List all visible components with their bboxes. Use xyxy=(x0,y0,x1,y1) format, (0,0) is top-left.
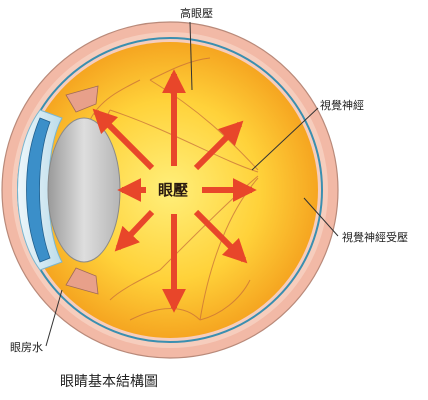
arrow-down-right xyxy=(193,209,248,264)
diagram-caption: 眼睛基本結構圖 xyxy=(60,374,158,390)
iris xyxy=(26,117,51,263)
ciliary-body-top xyxy=(65,85,99,113)
arrow-up-left xyxy=(92,108,155,171)
leader-aqueous-humor xyxy=(45,289,63,347)
leader-high-pressure xyxy=(189,21,193,91)
arrow-up-right xyxy=(193,120,244,171)
leader-optic-nerve-pressured xyxy=(303,197,339,237)
label-aqueous-humor: 眼房水 xyxy=(10,341,43,354)
label-optic-nerve: 視覺神經 xyxy=(320,99,364,112)
pressure-arrows xyxy=(92,69,257,313)
arrow-down-left xyxy=(114,209,155,252)
leader-optic-nerve xyxy=(251,107,319,171)
label-high-pressure: 高眼壓 xyxy=(180,7,213,20)
label-optic-nerve-pressured: 視覺神經受壓 xyxy=(342,231,408,244)
label-center-pressure: 眼壓 xyxy=(158,181,189,199)
ciliary-body-bottom xyxy=(65,267,99,295)
lens xyxy=(47,117,121,263)
